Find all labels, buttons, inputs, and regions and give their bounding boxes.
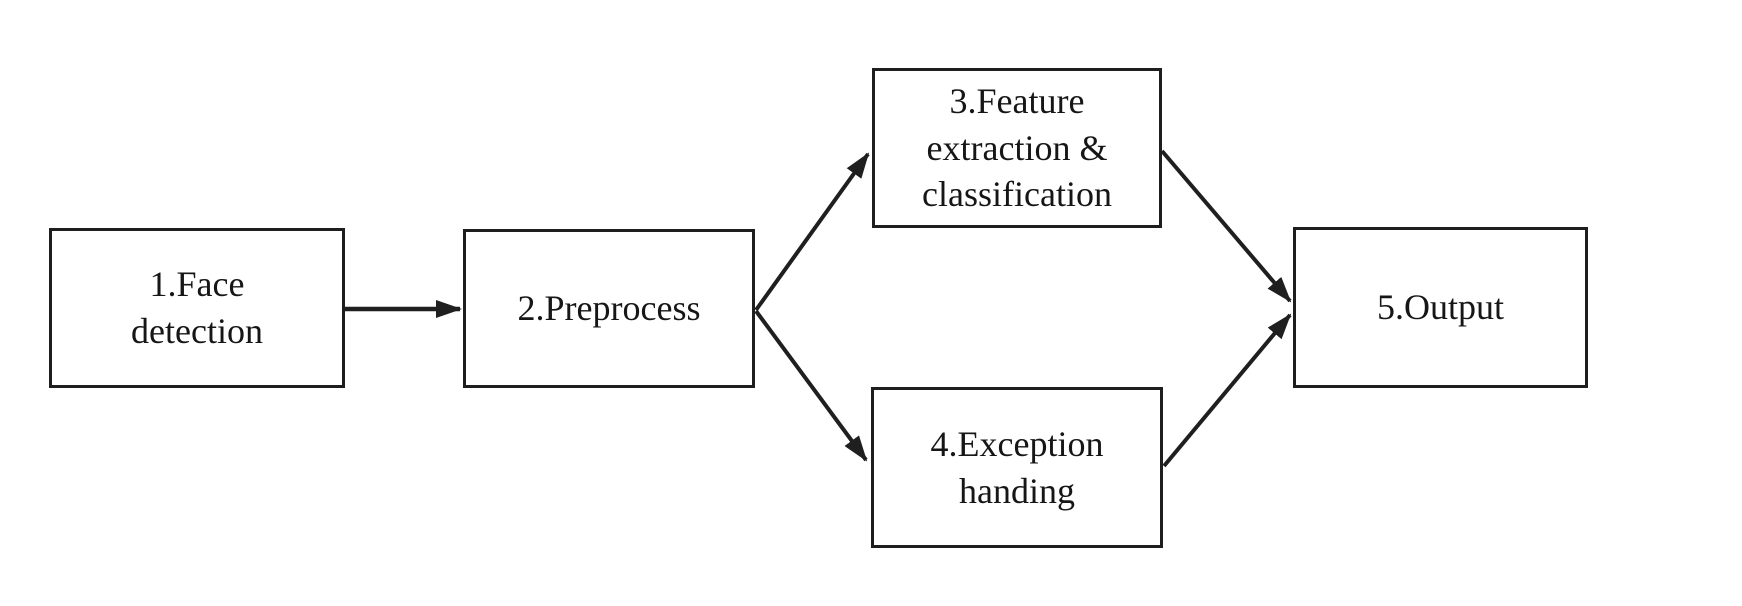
node-exception-handing: 4.Exception handing — [871, 387, 1163, 548]
edge-feature-extraction-to-output — [1160, 149, 1292, 303]
edge-preprocess-to-exception-handing — [754, 309, 868, 462]
node-feature-extraction-classification: 3.Feature extraction & classification — [872, 68, 1162, 228]
node-preprocess: 2.Preprocess — [463, 229, 755, 388]
edge-exception-handing-to-output — [1162, 313, 1292, 468]
node-label-exception-handing: 4.Exception handing — [930, 423, 1104, 511]
node-label-face-detection: 1.Face detection — [131, 264, 263, 351]
node-label-preprocess: 2.Preprocess — [517, 288, 701, 329]
node-label-output: 5.Output — [1376, 287, 1504, 328]
node-label-feature-extraction-classification: 3.Feature extraction & classification — [922, 80, 1112, 215]
node-output: 5.Output — [1293, 227, 1588, 388]
edge-preprocess-to-feature-extraction — [754, 152, 870, 312]
node-face-detection: 1.Face detection — [49, 228, 345, 388]
